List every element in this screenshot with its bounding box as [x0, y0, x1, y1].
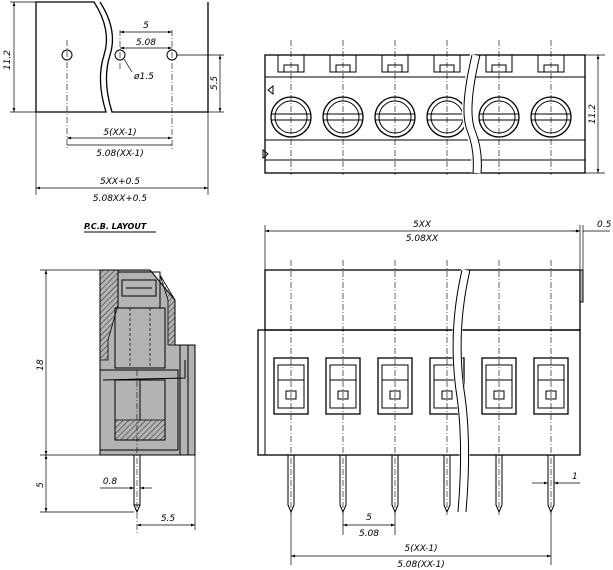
front-total-a-label: 5XX	[413, 220, 432, 230]
pcb-height-label: 11.2	[3, 50, 13, 70]
top-screw-5	[478, 40, 520, 175]
front-pin-5	[495, 455, 503, 514]
front-entry-6	[533, 260, 569, 515]
pcb-span-a-label: 5(XX-1)	[103, 128, 136, 138]
pcb-width-a-label: 5XX+0.5	[100, 177, 140, 187]
pcb-hole-label: ø1.5	[133, 72, 154, 82]
front-pin-4	[443, 455, 451, 514]
front-pitch-b-label: 5.08	[359, 529, 379, 539]
top-screw-2	[322, 40, 364, 175]
top-screw-3	[374, 40, 416, 175]
top-height-label: 11.2	[588, 104, 598, 124]
front-total-b-label: 5.08XX	[406, 234, 439, 244]
pcb-layout-title: P.C.B. LAYOUT	[84, 222, 147, 231]
front-pin-w-label: 1	[572, 472, 578, 482]
side-pin-len-label: 5	[36, 482, 46, 488]
pcb-pitch-a-label: 5	[143, 21, 149, 31]
front-entry-2	[325, 260, 361, 515]
side-pin-w-label: 0.8	[103, 477, 118, 487]
top-screw-4	[426, 40, 468, 175]
side-offset-label: 5.5	[161, 514, 176, 524]
front-span-b-label: 5.08(XX-1)	[397, 560, 445, 570]
side-view: 18 5 0.8 5.5	[36, 269, 196, 535]
front-entry-1	[273, 260, 309, 515]
front-view: 5XX 5.08XX 0.5 5 5.08 1 5(XX-1) 5.08(XX-…	[257, 220, 612, 570]
pcb-row-label: 5.5	[210, 76, 220, 91]
top-screw-1	[270, 40, 312, 175]
pcb-width-b-label: 5.08XX+0.5	[93, 194, 147, 204]
pcb-layout-view: 11.2 5 5.08 ø1.5 5.5 5(XX-1) 5.08(XX-1) …	[3, 1, 224, 204]
pcb-span-b-label: 5.08(XX-1)	[96, 149, 144, 159]
front-pitch-a-label: 5	[366, 513, 372, 523]
front-overhang-label: 0.5	[597, 220, 612, 230]
top-screw-6	[530, 40, 572, 175]
front-entry-3	[377, 260, 413, 515]
top-view: 11.2	[262, 40, 605, 175]
front-span-a-label: 5(XX-1)	[404, 544, 437, 554]
side-height-label: 18	[36, 359, 46, 371]
front-entry-5	[481, 260, 517, 515]
pcb-pitch-b-label: 5.08	[136, 38, 156, 48]
